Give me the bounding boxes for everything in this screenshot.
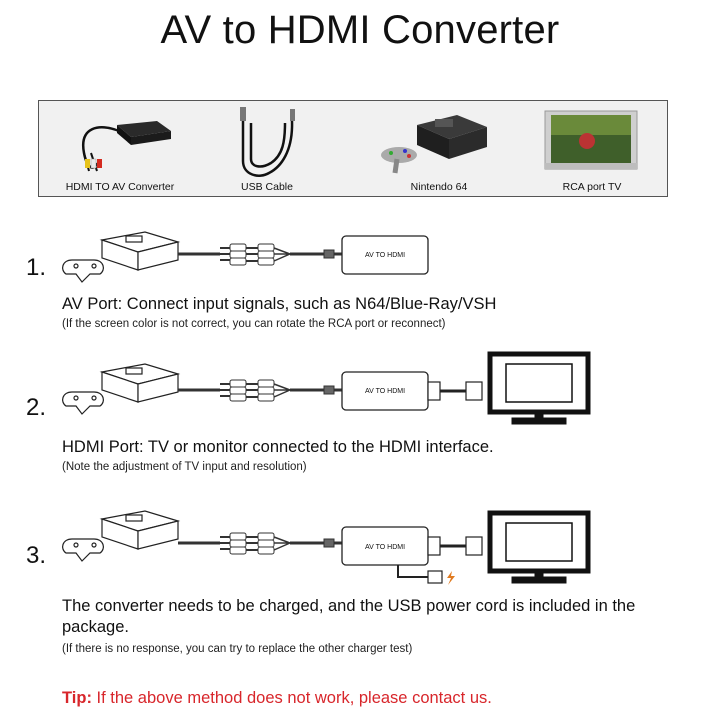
package-caption: USB Cable bbox=[241, 181, 293, 193]
package-caption: RCA port TV bbox=[562, 181, 622, 193]
page-title: AV to HDMI Converter bbox=[160, 8, 560, 52]
monitor-icon bbox=[487, 351, 591, 425]
step-description: The converter needs to be charged, and t… bbox=[62, 597, 636, 636]
lightning-icon bbox=[447, 571, 455, 585]
tip-label: Tip: bbox=[62, 689, 92, 707]
step-note: (If the screen color is not correct, you… bbox=[62, 318, 446, 330]
usb-power-cable bbox=[397, 565, 443, 584]
package-caption: HDMI TO AV Converter bbox=[65, 181, 175, 193]
console-icon bbox=[62, 231, 181, 283]
step-description: AV Port: Connect input signals, such as … bbox=[62, 295, 497, 313]
package-illustrations bbox=[81, 107, 638, 177]
step-note: (Note the adjustment of TV input and res… bbox=[62, 461, 307, 473]
step-2-diagram: AV TO HDMI bbox=[62, 351, 591, 425]
step-number: 3. bbox=[26, 542, 47, 569]
tip-line: Tip: If the above method does not work, … bbox=[62, 689, 492, 708]
converter-box: AV TO HDMI bbox=[341, 371, 429, 411]
hdmi-cable bbox=[427, 536, 483, 556]
step-1-diagram: AV TO HDMI bbox=[62, 231, 429, 283]
converter-box-label: AV TO HDMI bbox=[365, 388, 405, 395]
step-3-diagram: AV TO HDMI bbox=[62, 510, 591, 585]
step-number: 1. bbox=[26, 254, 47, 281]
converter-box: AV TO HDMI bbox=[341, 526, 429, 566]
rca-cable-bundle bbox=[178, 532, 342, 555]
converter-box-label: AV TO HDMI bbox=[365, 544, 405, 551]
console-icon bbox=[62, 363, 181, 415]
converter-cable-icon bbox=[81, 121, 171, 172]
package-contents-panel: HDMI TO AV Converter USB Cable Nintendo … bbox=[38, 100, 668, 197]
converter-box-label: AV TO HDMI bbox=[365, 252, 405, 259]
monitor-icon bbox=[487, 510, 591, 584]
tv-icon bbox=[544, 110, 638, 170]
rca-cable-bundle bbox=[178, 379, 342, 402]
package-caption: Nintendo 64 bbox=[410, 181, 468, 193]
hdmi-cable bbox=[427, 381, 483, 401]
step-note: (If there is no response, you can try to… bbox=[62, 643, 413, 655]
converter-box: AV TO HDMI bbox=[341, 235, 429, 275]
console-icon bbox=[62, 510, 181, 562]
rca-cable-bundle bbox=[178, 243, 342, 266]
console-icon bbox=[381, 115, 487, 174]
tip-text: If the above method does not work, pleas… bbox=[91, 689, 492, 707]
usb-cable-icon bbox=[240, 107, 295, 177]
step-description: HDMI Port: TV or monitor connected to th… bbox=[62, 438, 494, 456]
step-number: 2. bbox=[26, 394, 47, 421]
